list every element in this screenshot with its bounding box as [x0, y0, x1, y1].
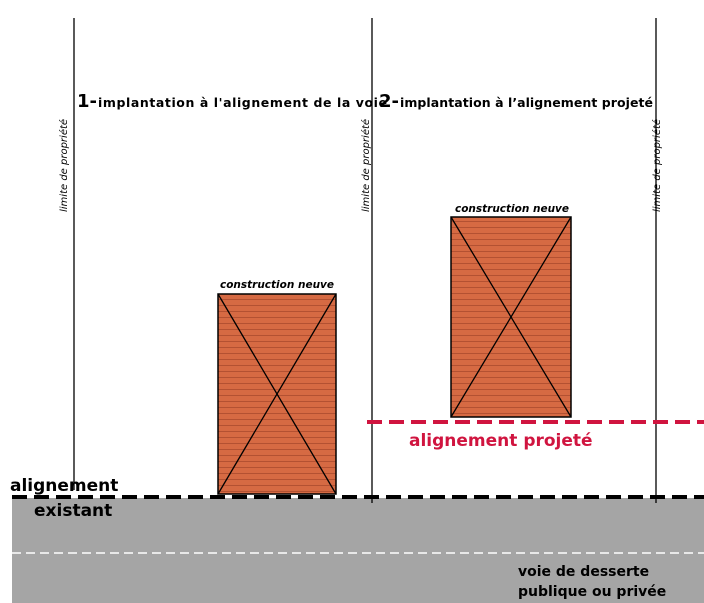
section-1-title: 1-implantation à l'alignement de la voie	[77, 91, 387, 112]
section-2-title: 2-implantation à l’alignement projeté	[379, 91, 653, 112]
construction-2-label: construction neuve	[455, 203, 569, 215]
property-limit-label-right: limite de propriété	[651, 119, 663, 212]
existing-alignment-label-line2: existant	[34, 501, 112, 521]
road-label-line2: publique ou privée	[518, 584, 666, 600]
construction-1	[217, 293, 337, 495]
property-limit-label-left: limite de propriété	[58, 119, 70, 212]
construction-2	[450, 216, 572, 418]
section-2-number: 2-	[379, 91, 399, 112]
road-label-line1: voie de desserte	[518, 564, 649, 580]
property-limit-label-middle: limite de propriété	[360, 119, 372, 212]
existing-alignment-label-line1: alignement	[10, 476, 118, 496]
road-surface	[12, 498, 704, 603]
section-1-number: 1-	[77, 91, 97, 112]
projected-alignment-label: alignement projeté	[409, 431, 593, 451]
construction-1-label: construction neuve	[220, 279, 334, 291]
section-1-text: implantation à l'alignement de la voie	[98, 95, 387, 110]
section-2-text: implantation à l’alignement projeté	[400, 95, 653, 110]
